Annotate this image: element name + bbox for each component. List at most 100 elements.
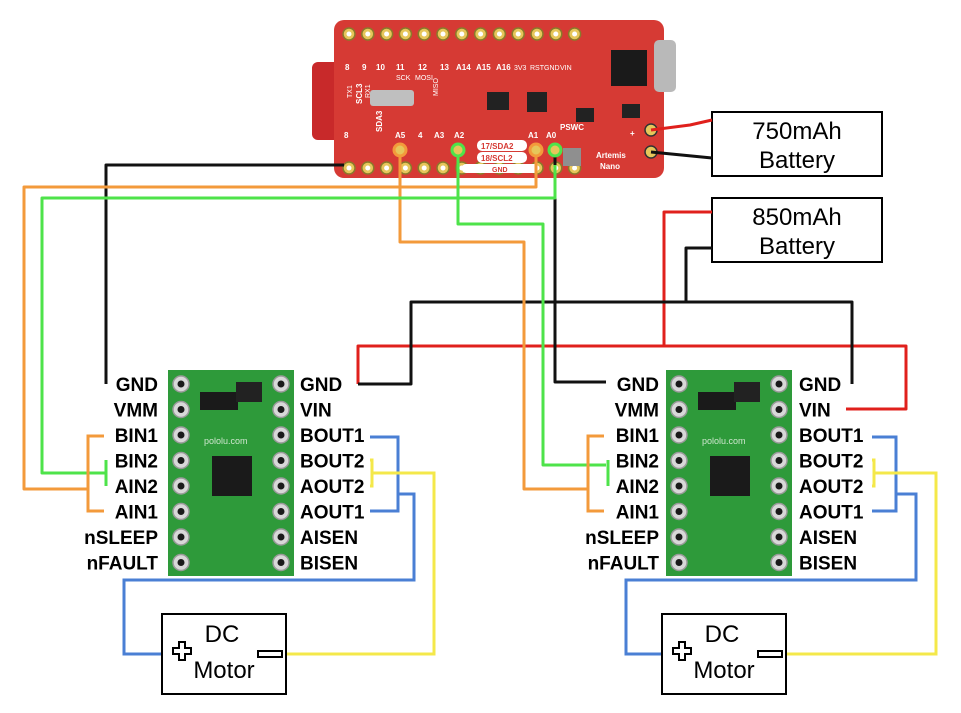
silk-artemis: Artemis — [596, 151, 626, 160]
header-hole — [384, 165, 390, 171]
artemis-nano-board: 8 A5 4 A3 A2 A1 A0 SCL3 SDA3 8 9 10 11 1… — [312, 20, 676, 178]
driver-pin-hole — [675, 559, 683, 566]
motor-left-line1: DC — [205, 621, 240, 648]
motor-driver-right: pololu.com GNDVMMBIN1BIN2AIN2AIN1nSLEEPn… — [585, 370, 864, 576]
driver-pin-hole — [177, 533, 185, 541]
driver-left-pin-label: nSLEEP — [84, 528, 158, 549]
driver-pin-hole — [675, 482, 683, 490]
silk-pin-a2: A2 — [454, 131, 465, 140]
battery-850-capacity: 850mAh — [752, 204, 841, 231]
header-hole — [534, 31, 540, 37]
driver-left-pin-label: VMM — [615, 401, 659, 422]
silk-top-a15: A15 — [476, 63, 491, 72]
battery-750-label: Battery — [759, 147, 835, 174]
driver-pin-hole — [775, 380, 783, 388]
header-hole — [402, 31, 408, 37]
driver-silk-left: pololu.com — [204, 436, 248, 446]
wire-motor-plus-left — [122, 492, 416, 656]
driver-chip — [212, 456, 252, 496]
header-hole — [346, 31, 352, 37]
driver-right-pin-label: BOUT2 — [300, 452, 364, 473]
driver-pin-hole — [775, 457, 783, 464]
silk-pswc: PSWC — [560, 123, 584, 132]
driver-pin-hole — [277, 482, 285, 490]
battery-850: 850mAh Battery — [711, 197, 883, 263]
silk-pin-4: 4 — [418, 131, 423, 140]
header-hole — [515, 31, 521, 37]
driver-right-pin-label: BOUT1 — [300, 426, 365, 447]
header-hole — [496, 31, 502, 37]
silk-top-vin: VIN — [560, 65, 572, 72]
wire-motor-plus-right — [624, 492, 918, 656]
battery-750: 750mAh Battery — [711, 111, 883, 177]
silk-pin-a5: A5 — [395, 131, 406, 140]
silk-top-rst: RST — [530, 65, 545, 72]
driver-pin-hole — [177, 482, 185, 490]
silk-mosi: MOSI — [415, 75, 433, 82]
driver-left-pin-label: AIN2 — [616, 477, 659, 498]
driver-right-pin-label: BOUT2 — [799, 452, 863, 473]
driver-pin-hole — [775, 508, 783, 515]
header-hole — [402, 165, 408, 171]
silk-top-gnd: GND — [544, 65, 560, 72]
wire-750-positive — [650, 118, 713, 132]
driver-left-pin-label: BIN2 — [115, 452, 158, 473]
driver-pin-hole — [277, 380, 285, 388]
ic-chip — [576, 108, 594, 122]
driver-right-pin-label: AOUT1 — [300, 503, 365, 524]
wire-a2-green — [456, 150, 606, 467]
silk-plus: + — [630, 129, 635, 138]
motor-right-line2: Motor — [693, 657, 754, 684]
silk-scl2: 18/SCL2 — [481, 154, 513, 163]
ic-chip — [527, 92, 547, 112]
driver-left-pin-label: GND — [617, 375, 659, 396]
driver-pin-hole — [277, 406, 285, 413]
header-hole — [421, 31, 427, 37]
silk-top-13: 13 — [440, 63, 449, 72]
silk-top-9: 9 — [362, 63, 367, 72]
wire-a1-orange — [22, 150, 538, 491]
wire-gnd-right — [553, 150, 606, 384]
silk-badge — [477, 152, 527, 163]
battery-850-label: Battery — [759, 233, 835, 260]
header-hole — [384, 31, 390, 37]
driver-pin-hole — [775, 533, 783, 541]
driver-right-pin-label: AOUT2 — [799, 477, 863, 498]
header-hole — [346, 165, 352, 171]
driver-pin-hole — [277, 431, 285, 439]
driver-pin-hole — [277, 533, 285, 541]
silk-scl3: SCL3 — [355, 83, 364, 104]
driver-left-pin-label: nSLEEP — [585, 528, 659, 549]
silk-pin-a3: A3 — [434, 131, 445, 140]
silk-nano: Nano — [600, 162, 620, 171]
silk-sda3: SDA3 — [375, 110, 384, 132]
driver-pin-hole — [277, 559, 285, 566]
driver-pin-hole — [177, 559, 185, 566]
driver-right-pin-label: AOUT1 — [799, 503, 864, 524]
wire-motor-minus-left — [286, 471, 436, 656]
header-hole — [553, 31, 559, 37]
driver-pin-hole — [177, 406, 185, 413]
silk-top-8: 8 — [345, 63, 350, 72]
header-hole — [440, 165, 446, 171]
header-hole — [459, 31, 465, 37]
plus-icon — [672, 641, 692, 661]
silk-tx1: TX1 — [347, 85, 354, 98]
dc-motor-right: DC Motor — [661, 613, 787, 695]
ic-chip — [487, 92, 509, 110]
wire-bout2-aout2-left — [370, 458, 374, 488]
driver-left-pin-label: BIN2 — [616, 452, 659, 473]
silk-miso: MISO — [433, 78, 440, 96]
crystal — [370, 90, 414, 106]
wire-a0-green — [40, 165, 557, 475]
ic-chip — [622, 104, 640, 118]
driver-pin-hole — [675, 431, 683, 439]
driver-pin-hole — [675, 457, 683, 464]
wire-bout2-aout2-right — [872, 458, 876, 488]
driver-pin-hole — [775, 482, 783, 490]
driver-pin-hole — [675, 380, 683, 388]
silk-gnd-bar — [462, 164, 538, 173]
driver-right-pin-label: AISEN — [300, 528, 358, 549]
silk-sda2: 17/SDA2 — [481, 142, 514, 151]
wire-850-negative — [358, 246, 712, 386]
